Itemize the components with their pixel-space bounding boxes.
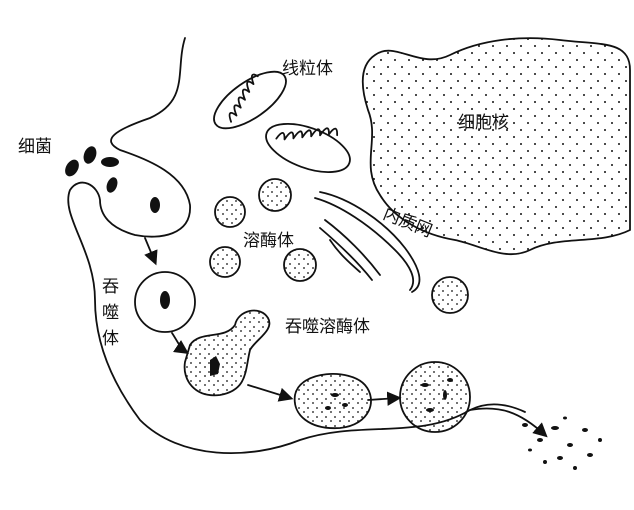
- phagolysosome-label: 吞噬溶酶体: [285, 317, 370, 337]
- cell-membrane: [67, 37, 526, 455]
- phagosome-label-2: 噬: [102, 303, 119, 323]
- bacteria: [65, 146, 160, 213]
- expelled-debris: [522, 416, 602, 470]
- lysosomes: [209, 178, 469, 314]
- phagosome: [134, 271, 196, 333]
- mitochondrion: [265, 123, 351, 173]
- arrow: [367, 391, 402, 406]
- arrow: [247, 384, 294, 402]
- phagosome-label-1: 吞: [102, 277, 119, 297]
- nucleus-label: 细胞核: [458, 113, 509, 133]
- digesting-vesicle: [293, 373, 372, 429]
- mitochondria-label: 线粒体: [282, 59, 333, 79]
- mitochondrion: [213, 70, 287, 130]
- exocytosis-arrow: [469, 407, 548, 438]
- nucleus: 细胞核: [361, 37, 631, 255]
- phagosome-label-3: 体: [102, 329, 119, 349]
- lysosome-label: 溶酶体: [243, 231, 294, 251]
- bacteria-label: 细菌: [18, 137, 52, 157]
- endoplasmic-reticulum: [314, 191, 421, 293]
- arrow: [144, 237, 158, 266]
- arrow: [171, 332, 189, 354]
- phagolysosome: [183, 309, 271, 397]
- residual-body: [399, 361, 471, 433]
